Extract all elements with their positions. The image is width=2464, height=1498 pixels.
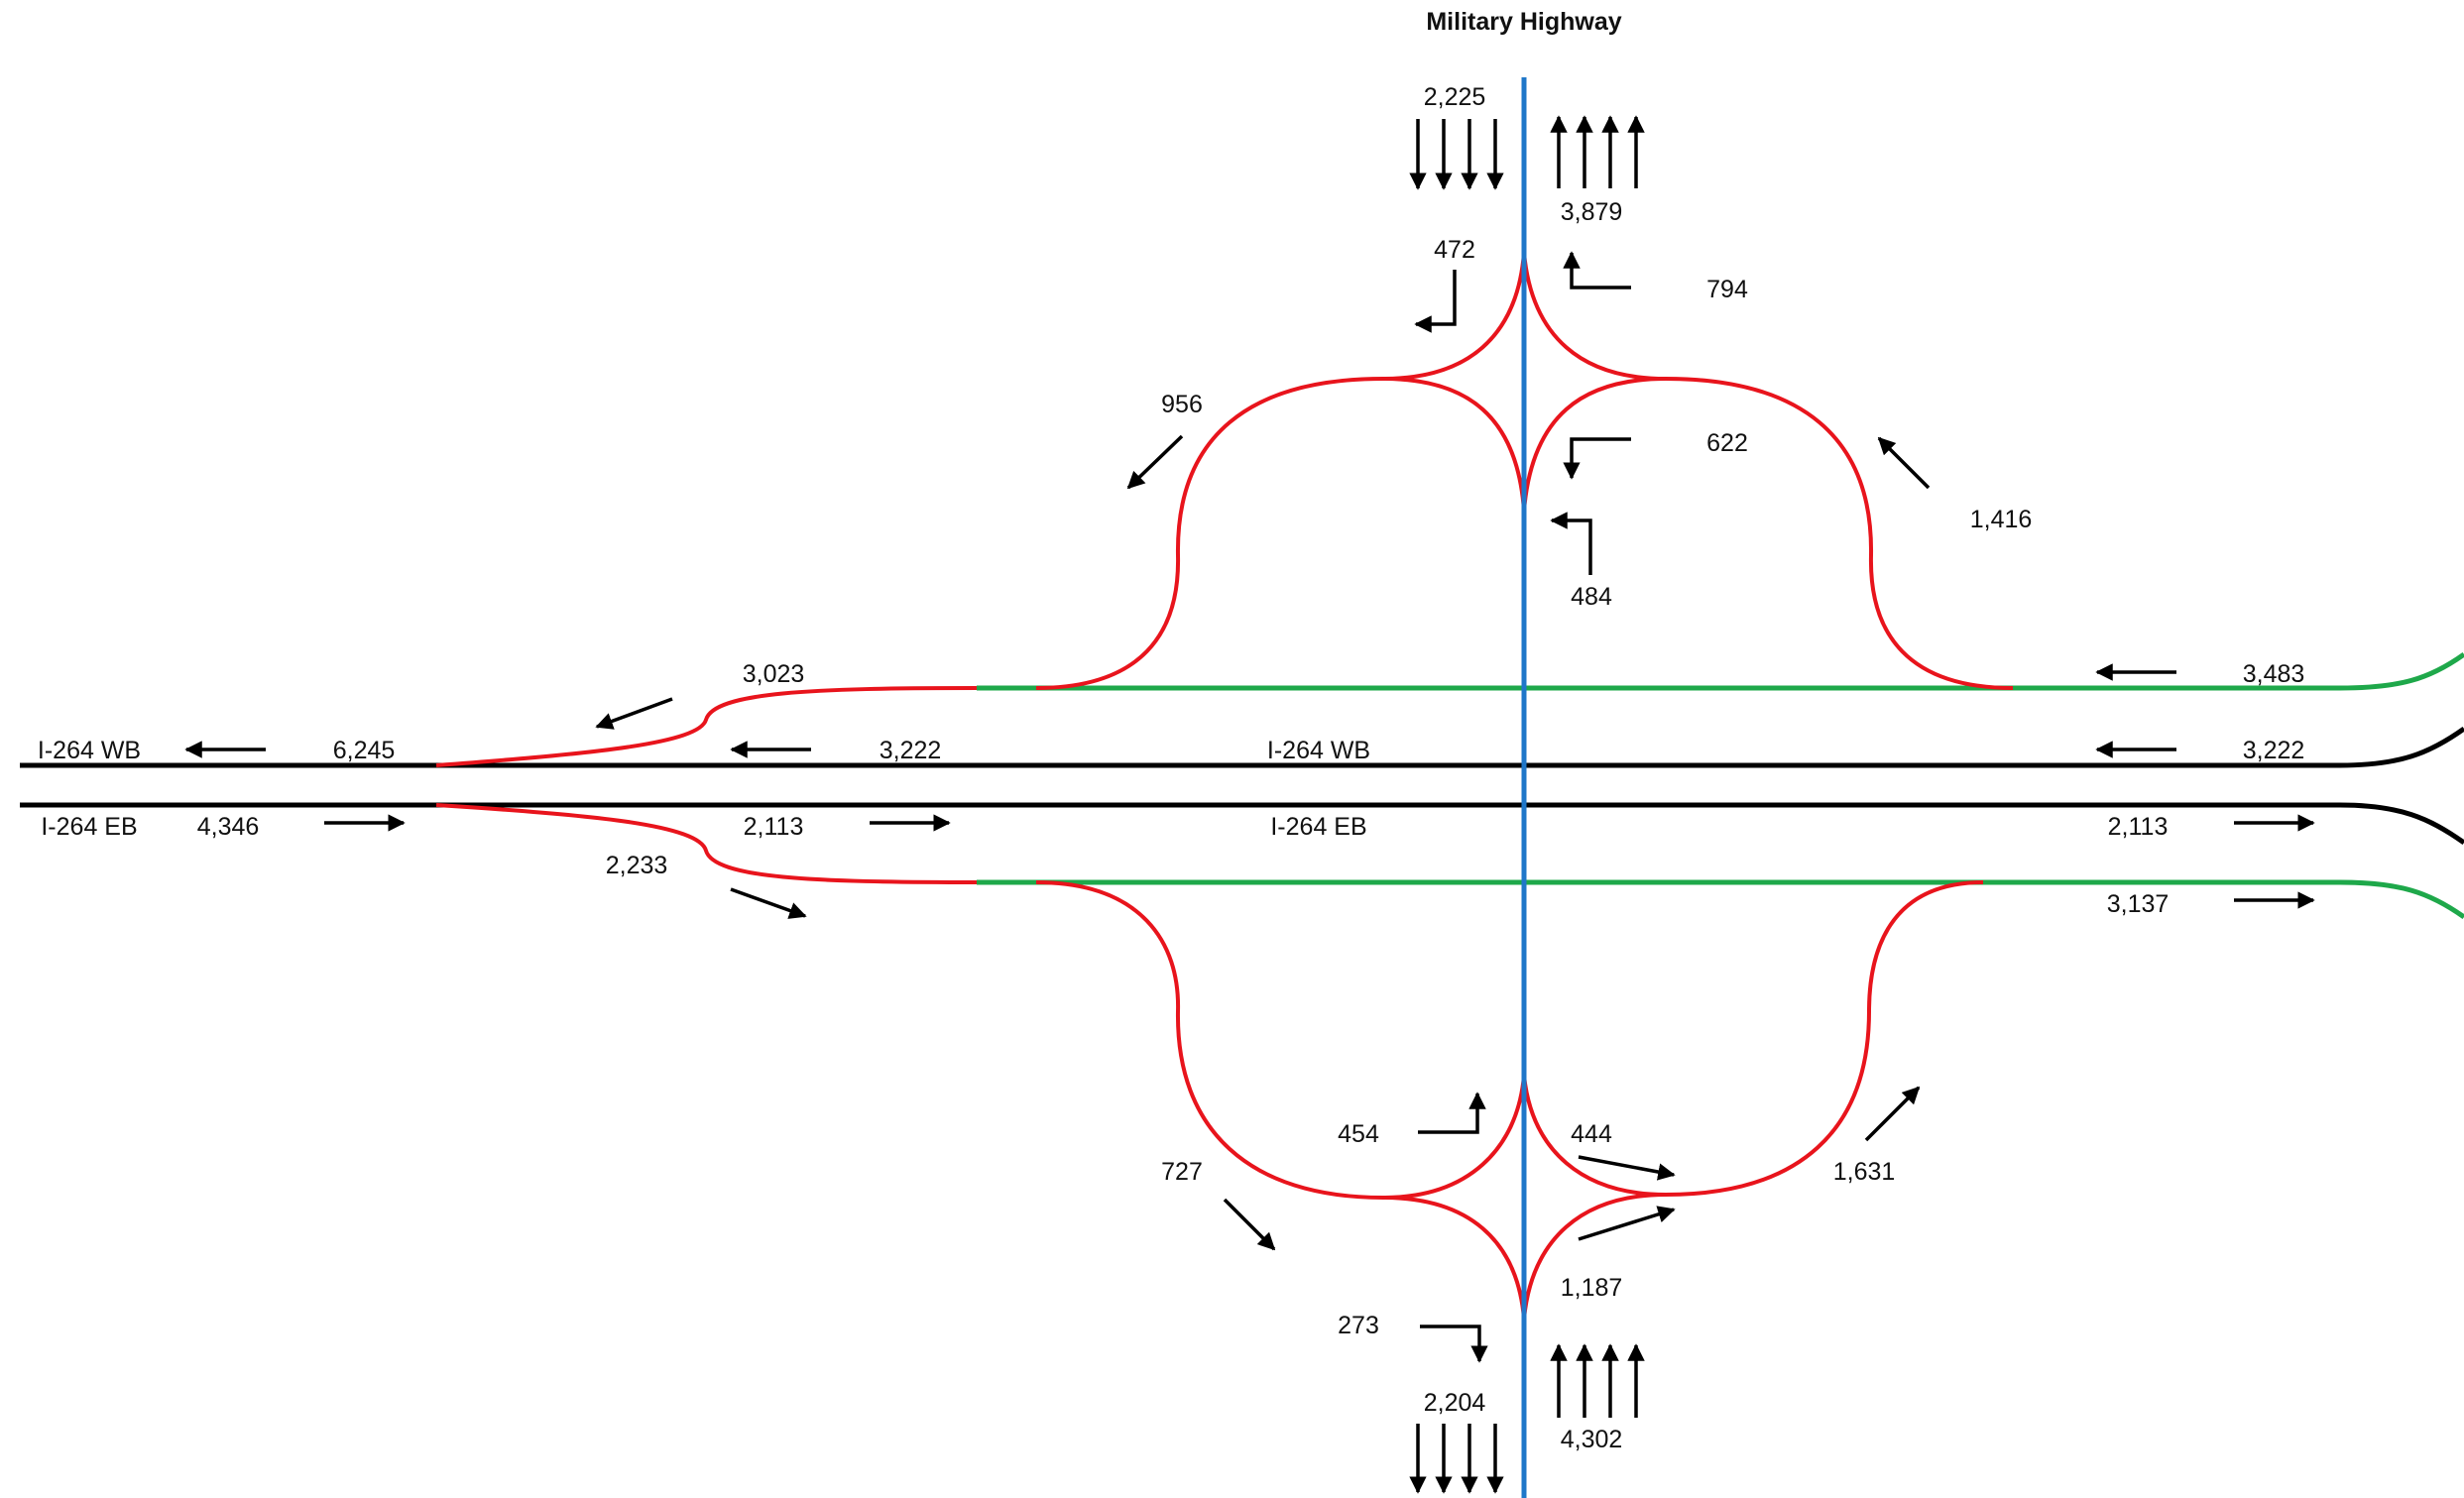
road-label-eb-center: I-264 EB xyxy=(1270,813,1366,841)
sw-loop-ramp xyxy=(1035,880,1526,1201)
road-label-wb-center: I-264 WB xyxy=(1267,737,1370,764)
volume-label: 1,187 xyxy=(1561,1274,1623,1302)
flow-arrows xyxy=(184,115,2315,1494)
volume-label: 1,631 xyxy=(1833,1158,1896,1186)
diagonal-arrow-icon xyxy=(1864,1086,1921,1142)
volume-label: 484 xyxy=(1571,583,1612,611)
volume-label: 472 xyxy=(1434,236,1475,264)
diagonal-arrow-icon xyxy=(595,697,673,730)
volume-label: 2,204 xyxy=(1424,1389,1486,1417)
volume-label: 444 xyxy=(1571,1120,1612,1148)
volume-label: 956 xyxy=(1161,391,1203,418)
turn-arrow-icon xyxy=(1418,1092,1486,1134)
eb-diverge-ramp xyxy=(435,803,978,884)
volume-label: 273 xyxy=(1338,1312,1379,1339)
turn-arrow-icon xyxy=(1563,251,1631,289)
road-label-wb-left: I-264 WB xyxy=(38,737,141,764)
turn-arrow-icon xyxy=(1550,512,1592,575)
volume-label: 727 xyxy=(1161,1158,1203,1186)
ne-inner-ramp xyxy=(1522,377,1667,512)
diagonal-arrow-icon xyxy=(730,887,807,919)
eb-cd-curve xyxy=(2339,879,2464,920)
turn-arrow-icon xyxy=(1563,437,1631,480)
wb-merge-ramp xyxy=(435,686,978,767)
volume-label: 6,245 xyxy=(333,737,396,764)
volume-labels: 2,225 3,879 472 794 956 622 1,416 484 3,… xyxy=(197,83,2305,1453)
volume-label: 3,137 xyxy=(2107,890,2170,918)
sw-inner-ramp xyxy=(1382,1196,1526,1320)
diagonal-arrow-icon xyxy=(1877,436,1931,490)
diagonal-arrow-icon xyxy=(1223,1198,1276,1251)
volume-label: 2,113 xyxy=(744,813,804,841)
i264-wb-mainline-curve xyxy=(2339,726,2464,768)
turn-arrow-icon xyxy=(1414,270,1457,333)
volume-label: 3,879 xyxy=(1561,198,1623,226)
volume-label: 3,483 xyxy=(2243,660,2305,688)
volume-label: 2,225 xyxy=(1424,83,1486,111)
volume-label: 622 xyxy=(1706,429,1748,457)
se-inner-ramp xyxy=(1522,1193,1667,1320)
volume-label: 4,346 xyxy=(197,813,260,841)
volume-label: 3,023 xyxy=(743,660,805,688)
volume-label: 2,233 xyxy=(606,852,668,879)
turn-arrow-icon xyxy=(1420,1325,1488,1363)
volume-label: 2,113 xyxy=(2108,813,2169,841)
nw-inner-ramp xyxy=(1382,377,1526,512)
diagram-title: Military Highway xyxy=(1426,8,1621,36)
diagonal-arrow-icon xyxy=(1578,1206,1676,1241)
i264-mainline xyxy=(20,726,2464,846)
volume-label: 4,302 xyxy=(1561,1426,1623,1453)
volume-label: 3,222 xyxy=(880,737,942,764)
volume-label: 454 xyxy=(1338,1120,1379,1148)
road-label-eb-left: I-264 EB xyxy=(41,813,137,841)
road-labels: I-264 WB I-264 EB I-264 WB I-264 EB xyxy=(38,737,1370,841)
diagonal-arrow-icon xyxy=(1126,434,1184,490)
volume-label: 794 xyxy=(1706,276,1748,303)
diagonal-arrow-icon xyxy=(1578,1155,1676,1181)
se-loop-ramp xyxy=(1522,880,1984,1198)
nw-loop-ramp xyxy=(1035,252,1526,690)
ne-loop-ramp xyxy=(1522,252,2014,690)
wb-cd-curve xyxy=(2339,651,2464,691)
ramps xyxy=(435,252,2014,1320)
volume-label: 3,222 xyxy=(2243,737,2305,764)
i264-eb-mainline-curve xyxy=(2339,802,2464,846)
cd-roads xyxy=(977,651,2464,920)
volume-label: 1,416 xyxy=(1970,506,2033,533)
